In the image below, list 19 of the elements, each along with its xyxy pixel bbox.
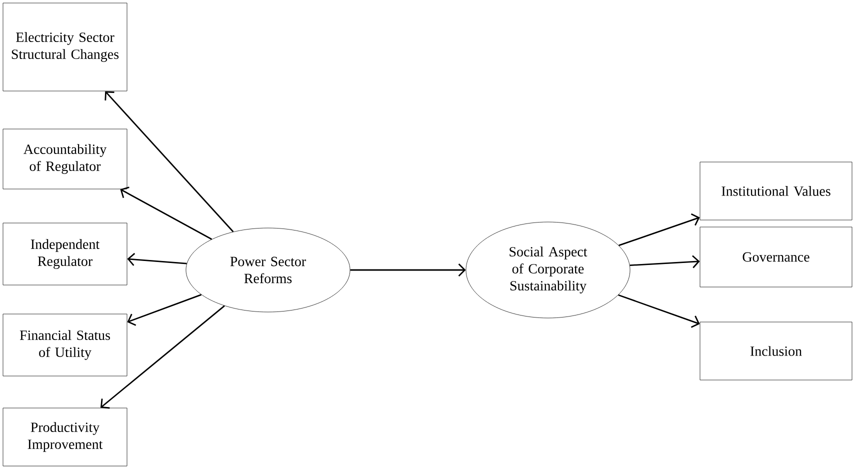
process-box: Productivity Improvement [2,408,128,466]
arrow [127,252,187,266]
process-box: Governance [700,226,852,288]
arrow [100,305,225,409]
arrow [618,213,700,246]
arrow [120,186,212,240]
process-box: Financial Status of Utility [2,314,128,376]
arrow [618,294,700,328]
ellipse-node: Power Sector Reforms [186,228,350,312]
process-box: Independent Regulator [2,222,128,286]
process-box: Institutional Values [700,162,852,220]
ellipse-node: Social Aspect of Corporate Sustainability [466,222,630,318]
process-box: Inclusion [700,322,852,380]
process-box: Accountability of Regulator [2,128,128,190]
arrow [104,91,234,232]
arrow [127,294,202,326]
process-box: Electricity Sector Structural Changes [2,2,128,92]
arrow [350,264,466,276]
arrow [630,255,700,268]
